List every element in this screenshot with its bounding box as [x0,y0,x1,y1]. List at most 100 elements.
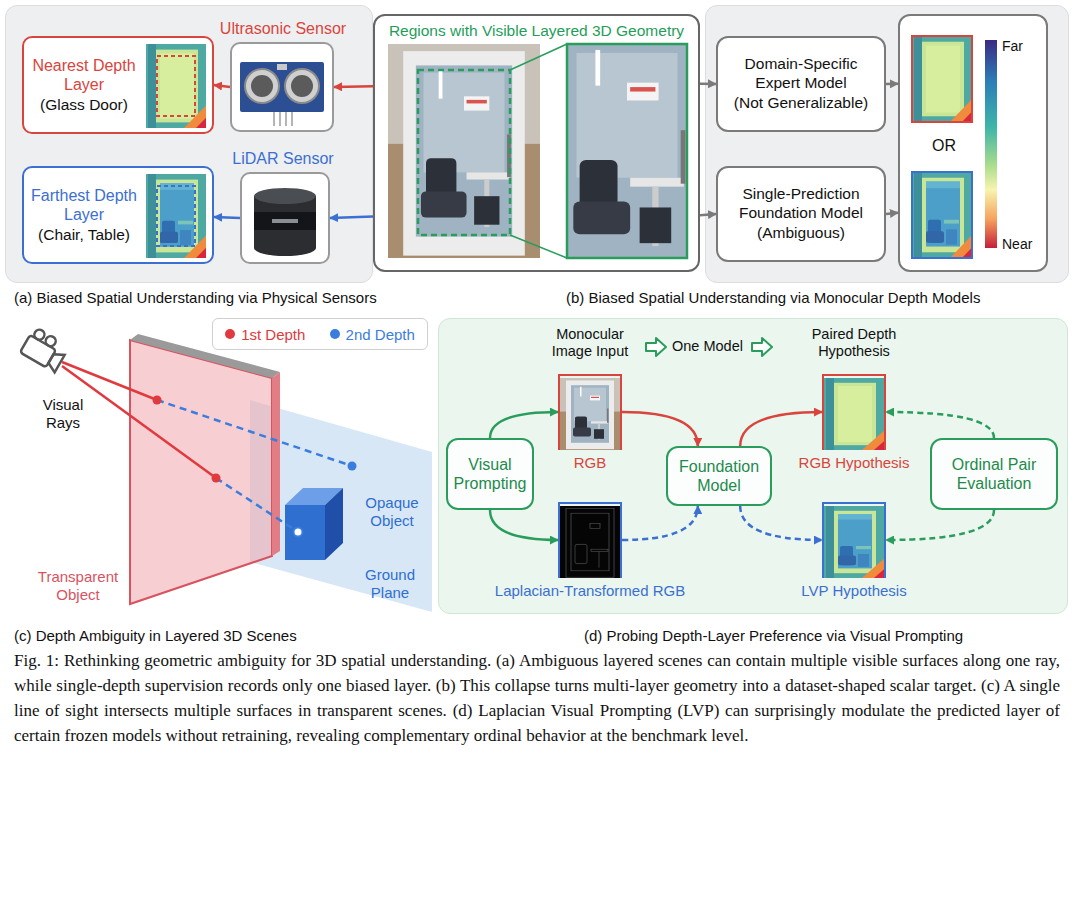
text-slot: RGB Hypothesis [790,454,918,471]
image-frame [558,374,622,450]
process-box: Foundation Model [666,446,772,506]
image-box: RGB Hypothesis [790,374,918,476]
text-slot: (a) Biased Spatial Understanding via Phy… [14,289,534,306]
image-box: LVP Hypothesis [790,502,918,604]
text-slot: Regions with Visible Layered 3D Geometry [375,22,698,40]
text-slot: OR [914,137,974,155]
connector [886,213,898,214]
model-box: Single-Prediction Foundation Model(Ambig… [716,166,886,262]
text-slot: (b) Biased Spatial Understanding via Mon… [566,289,1074,306]
box-label: LiDAR Sensor [215,150,351,168]
annotation-label: Transparent Object [30,568,126,604]
legend-swatch [330,329,340,339]
text-slot: RGB [548,454,632,471]
text-stack: Domain-Specific Expert Model(Not General… [718,38,884,130]
depth-layer-box: Nearest Depth Layer(Glass Door) [22,36,214,134]
annotation-label: Opaque Object [352,494,432,530]
image-frame [822,502,886,578]
text-slot: (c) Depth Ambiguity in Layered 3D Scenes [14,627,434,644]
text-slot: LVP Hypothesis [790,582,918,599]
annotation-label: Near [1002,236,1046,252]
sensor-box: Ultrasonic Sensor [215,22,351,134]
text-stack: Visual Prompting [448,440,532,508]
image-frame [822,374,886,450]
box-label: RGB [548,454,632,471]
text-stack: Single-Prediction Foundation Model(Ambig… [718,168,884,260]
scene-photo [388,17,722,285]
image-frame [230,42,334,132]
text-stack: Farthest Depth Layer (Chair, Table) [24,168,212,262]
connector [886,510,994,540]
connector [886,82,898,85]
annotation-label: Ground Plane [350,566,430,602]
depth-thumbnail-near [146,44,206,128]
pipeline-images [560,378,884,578]
legend-text: 1st Depth [241,326,305,343]
legend-swatch [225,329,235,339]
box-title: Visual Prompting [452,455,528,493]
box-title: Single-Prediction Foundation Model [726,185,876,222]
text-slot: One Model [672,338,752,354]
figure-caption: Fig. 1: Rethinking geometric ambiguity f… [14,648,1060,748]
text-slot: Paired Depth Hypothesis [790,326,918,359]
connector [700,82,716,85]
box-label: (b) Biased Spatial Understanding via Mon… [566,289,1074,306]
text-slot: Transparent Object [30,568,126,604]
annotation-label: (c) Depth Ambiguity in Layered 3D Scenes [14,627,434,644]
text-stack: Foundation Model [668,448,770,504]
connector [622,412,698,446]
connector [490,412,558,438]
text-stack: Ordinal Pair Evaluation [932,440,1056,508]
box-label: Regions with Visible Layered 3D Geometry [375,22,698,40]
ultrasonic-sensor-icon [240,62,324,126]
caption-slot: Fig. 1: Rethinking geometric ambiguity f… [14,648,1060,748]
process-box: Visual Prompting [446,438,534,510]
connector [490,510,558,540]
connector [740,412,822,446]
text-slot: LiDAR Sensor [215,150,351,168]
box-subtitle: (Not Generalizable) [734,94,868,113]
text-slot: Monocular Image Input [540,326,640,359]
sensor-box: LiDAR Sensor [215,148,351,266]
image-box: RGB [548,374,632,476]
box-subtitle: (Chair, Table) [38,226,130,245]
box-title: Farthest Depth Layer [30,186,138,224]
box-label: RGB Hypothesis [790,454,918,471]
pipeline-flow-arrows [646,338,772,356]
connector [622,506,698,540]
connector [214,217,240,218]
model-box: Domain-Specific Expert Model(Not General… [716,36,886,132]
connector [334,85,373,88]
image-frame [240,172,330,264]
text-slot: Far [1002,38,1046,54]
panel: (a) Biased Spatial Understanding via Phy… [5,5,373,283]
box-title: Foundation Model [672,457,766,495]
box-title: Ordinal Pair Evaluation [936,455,1052,493]
layered-scene-sketch [20,326,432,612]
depth-output-thumbnails [912,36,997,258]
connector [214,85,230,87]
scene-photo-box: Regions with Visible Layered 3D Geometry [373,14,700,272]
box-label: Ultrasonic Sensor [215,20,351,38]
depth-output-box: OR [898,14,1048,272]
image-frame [558,502,622,578]
connector [700,214,716,215]
box-subtitle: (Glass Door) [40,96,128,115]
box-label: Laplacian-Transformed RGB [480,582,700,599]
legend: 1st Depth 2nd Depth [212,318,428,350]
annotation-label: Visual Rays [26,396,100,432]
depth-layer-box: Farthest Depth Layer (Chair, Table) [22,166,214,264]
annotation-label: Paired Depth Hypothesis [790,326,918,359]
box-label: (d) Probing Depth-Layer Preference via V… [584,627,1074,644]
legend-text: 2nd Depth [346,326,415,343]
annotation-label: One Model [672,338,752,354]
legend-entry: 2nd Depth [330,326,415,343]
connector [886,412,994,438]
legend-entry: 1st Depth [225,326,305,343]
connector [330,217,373,218]
box-label: (a) Biased Spatial Understanding via Phy… [14,289,534,306]
annotation-label: Far [1002,38,1046,54]
